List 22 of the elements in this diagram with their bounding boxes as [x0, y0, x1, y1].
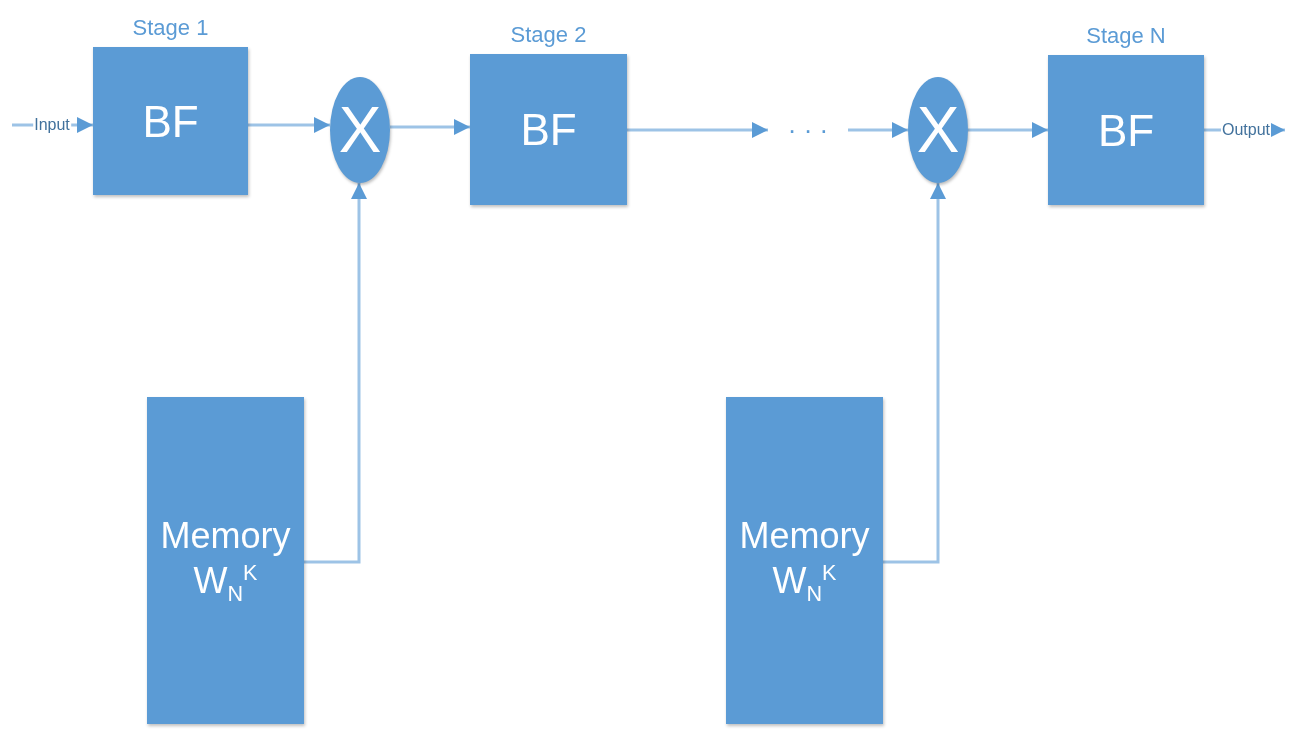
arrow	[627, 122, 768, 138]
arrow	[848, 122, 908, 138]
arrow	[304, 183, 367, 564]
multiplier-circle	[330, 77, 390, 183]
stage-heading: Stage N	[1085, 23, 1167, 49]
ellipsis-text: · · ·	[787, 113, 829, 147]
process-box	[726, 397, 883, 724]
stage-heading: Stage 2	[509, 22, 588, 48]
block-label: X	[338, 93, 382, 168]
block-label: X	[916, 93, 960, 168]
block-label: BF	[142, 95, 199, 148]
arrow	[390, 119, 470, 135]
stage-heading: Stage 1	[131, 15, 210, 41]
arrow	[883, 183, 946, 564]
block-label: BF	[1097, 104, 1155, 157]
block-label: BF	[520, 104, 577, 156]
edge-label: Input	[33, 116, 71, 134]
edge-label: Output	[1221, 121, 1271, 139]
arrow	[248, 117, 330, 133]
arrow	[968, 122, 1048, 138]
process-box	[147, 397, 304, 724]
multiplier-circle	[908, 77, 968, 183]
